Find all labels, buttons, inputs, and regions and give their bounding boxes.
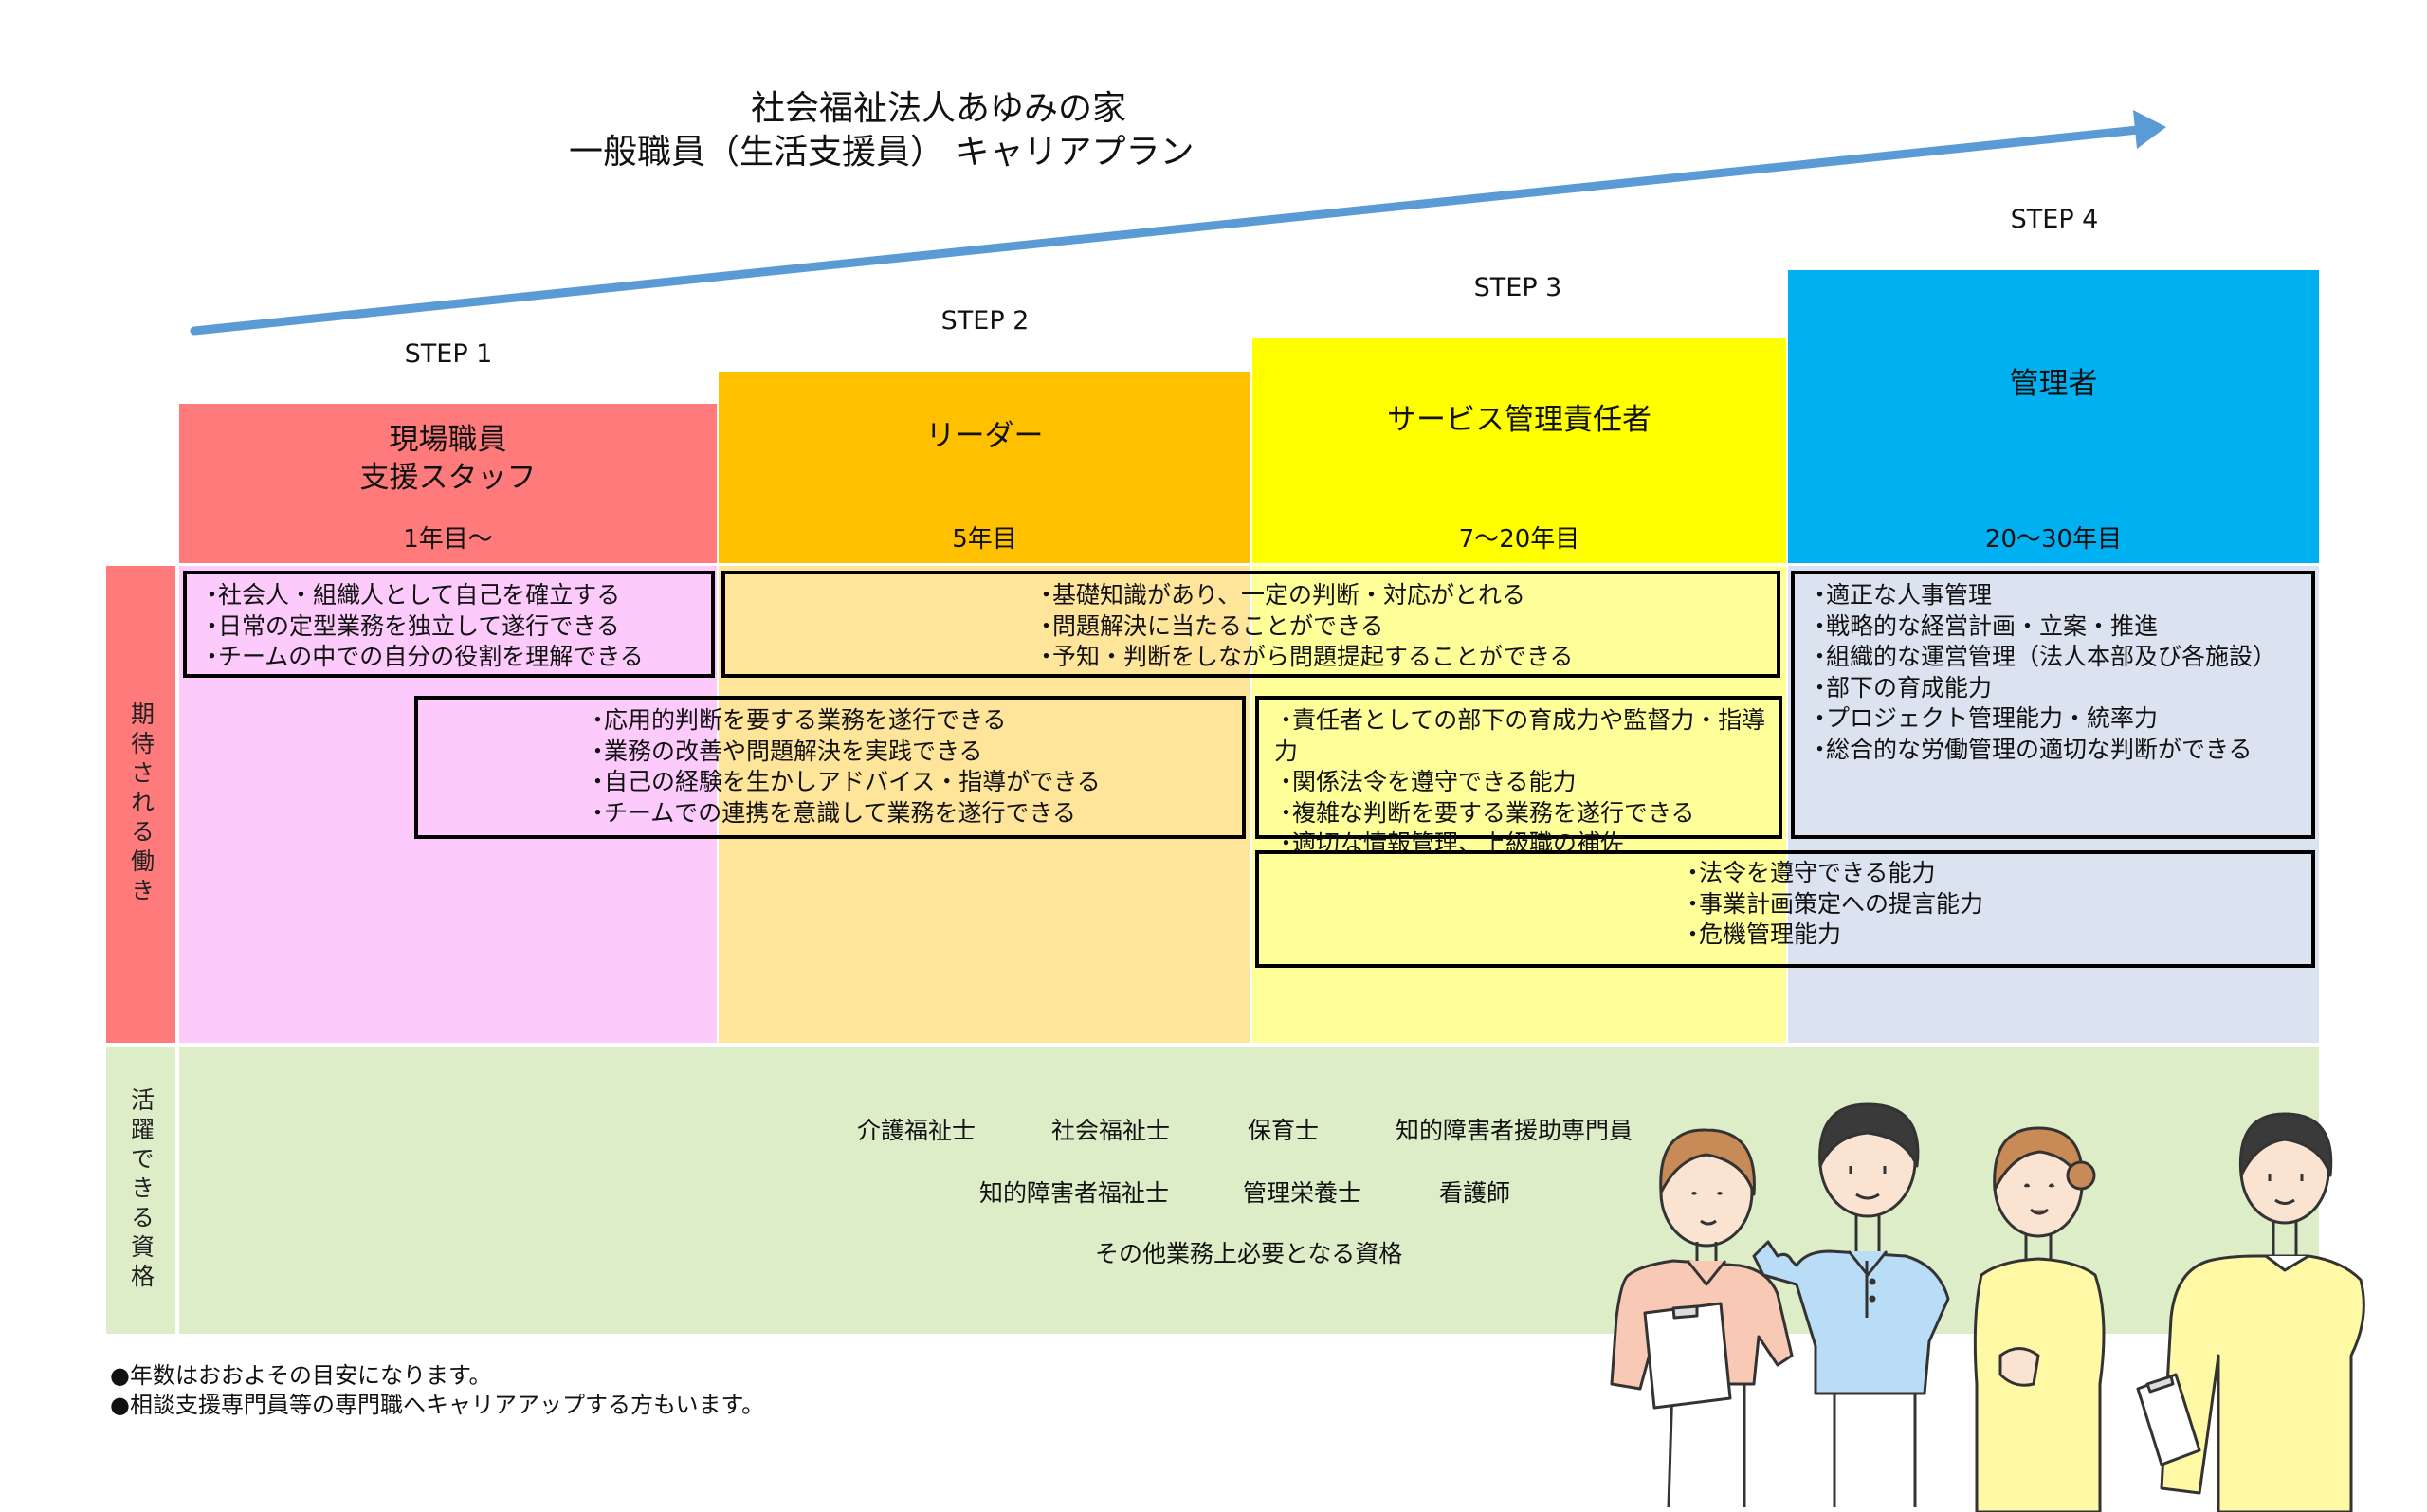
staff-person-1	[1610, 1128, 1794, 1508]
qualification-nurse: 看護師	[1439, 1179, 1511, 1207]
qualification-intellectual-disability-specialist: 知的障害者援助専門員	[1396, 1117, 1633, 1144]
step4-header: 管理者 20～30年目	[1788, 270, 2319, 563]
list-item: 戦略的な経営計画・立案・推進	[1808, 611, 2311, 643]
step2-years: 5年目	[952, 525, 1017, 554]
step1-name-line1: 現場職員	[389, 423, 507, 457]
list-item: 部下の育成能力	[1808, 673, 2311, 704]
step2-header: リーダー 5年目	[719, 372, 1250, 563]
step2-expectations-box: 基礎知識があり、一定の判断・対応がとれる 問題解決に当たることができる 予知・判…	[721, 571, 1780, 678]
side-label-qualifications: 活躍できる資格	[106, 1047, 175, 1334]
list-item: 応用的判断を要する業務を遂行できる	[586, 705, 1242, 737]
list-item: チームでの連携を意識して業務を遂行できる	[586, 798, 1242, 829]
list-item: 予知・判断をしながら問題提起することができる	[1034, 642, 1777, 673]
step4-years: 20～30年目	[1984, 525, 2123, 554]
note-career: 相談支援専門員等の専門職へキャリアアップする方もいます。	[110, 1391, 764, 1420]
page-title: 社会福祉法人あゆみの家 一般職員（生活支援員） キャリアプラン	[569, 87, 1612, 174]
side-label-expected: 期待される働き	[106, 566, 175, 1043]
qualification-intellectual-disability-welfare: 知的障害者福祉士	[979, 1179, 1170, 1207]
qualification-social-worker: 社会福祉士	[1051, 1117, 1171, 1144]
list-item: チームの中での自分の役割を理解できる	[200, 642, 711, 673]
qualification-care-worker: 介護福祉士	[857, 1117, 976, 1144]
qualification-other: その他業務上必要となる資格	[1095, 1240, 1403, 1267]
list-item: 業務の改善や問題解決を実践できる	[586, 737, 1242, 768]
list-item: 法令を遵守できる能力	[1681, 858, 2311, 889]
step4-expectations-box: 適正な人事管理 戦略的な経営計画・立案・推進 組織的な運営管理（法人本部及び各施…	[1791, 571, 2315, 839]
step2-name: リーダー	[925, 419, 1044, 453]
step2-label: STEP 2	[940, 306, 1030, 336]
step1-expectations-box: 社会人・組織人として自己を確立する 日常の定型業務を独立して遂行できる チームの…	[183, 571, 715, 678]
list-item: 日常の定型業務を独立して遂行できる	[200, 611, 711, 643]
step4-label: STEP 4	[2010, 205, 2099, 234]
step1-years: 1年目～	[403, 525, 493, 554]
qualification-childcare: 保育士	[1248, 1117, 1320, 1144]
list-item: 基礎知識があり、一定の判断・対応がとれる	[1034, 580, 1777, 611]
step3-label: STEP 3	[1473, 273, 1562, 302]
step1-label: STEP 1	[404, 339, 493, 369]
list-item: 責任者としての部下の育成力や監督力・指導力	[1274, 705, 1779, 767]
growth-arrow-icon	[190, 110, 2166, 336]
staff-illustration	[1610, 1102, 2365, 1512]
step3-header: サービス管理責任者 7～20年目	[1252, 338, 1786, 563]
list-item: 危機管理能力	[1681, 920, 2311, 951]
list-item: 社会人・組織人として自己を確立する	[200, 580, 711, 611]
step3-4-expectations-box: 法令を遵守できる能力 事業計画策定への提言能力 危機管理能力	[1255, 850, 2315, 968]
list-item: 自己の経験を生かしアドバイス・指導ができる	[586, 767, 1242, 798]
step1-2-expectations-box: 応用的判断を要する業務を遂行できる 業務の改善や問題解決を実践できる 自己の経験…	[414, 696, 1246, 839]
title-line1: 社会福祉法人あゆみの家	[751, 89, 1127, 128]
staff-person-3	[1973, 1126, 2106, 1512]
qualifications-area	[179, 1047, 2319, 1334]
note-years: 年数はおおよその目安になります。	[110, 1361, 764, 1391]
step3-name: サービス管理責任者	[1387, 403, 1651, 437]
step3-expectations-box: 責任者としての部下の育成力や監督力・指導力 関係法令を遵守できる能力 複雑な判断…	[1255, 696, 1782, 857]
list-item: 複雑な判断を要する業務を遂行できる	[1274, 798, 1779, 829]
list-item: 事業計画策定への提言能力	[1681, 889, 2311, 920]
step4-name: 管理者	[2009, 367, 2098, 401]
list-item: 問題解決に当たることができる	[1034, 611, 1777, 643]
title-line2: 一般職員（生活支援員） キャリアプラン	[569, 133, 1195, 172]
staff-person-4	[2136, 1112, 2365, 1512]
list-item: 総合的な労働管理の適切な判断ができる	[1808, 735, 2311, 766]
staff-person-2	[1752, 1102, 1950, 1507]
qualification-dietitian: 管理栄養士	[1243, 1179, 1362, 1207]
step1-name-line2: 支援スタッフ	[359, 461, 537, 495]
step1-header: 現場職員 支援スタッフ 1年目～	[179, 404, 717, 563]
list-item: 関係法令を遵守できる能力	[1274, 767, 1779, 798]
step3-years: 7～20年目	[1458, 525, 1580, 554]
footnotes: 年数はおおよその目安になります。 相談支援専門員等の専門職へキャリアアップする方…	[110, 1361, 764, 1420]
list-item: プロジェクト管理能力・統率力	[1808, 703, 2311, 735]
list-item: 適正な人事管理	[1808, 580, 2311, 611]
list-item: 組織的な運営管理（法人本部及び各施設）	[1808, 642, 2311, 673]
